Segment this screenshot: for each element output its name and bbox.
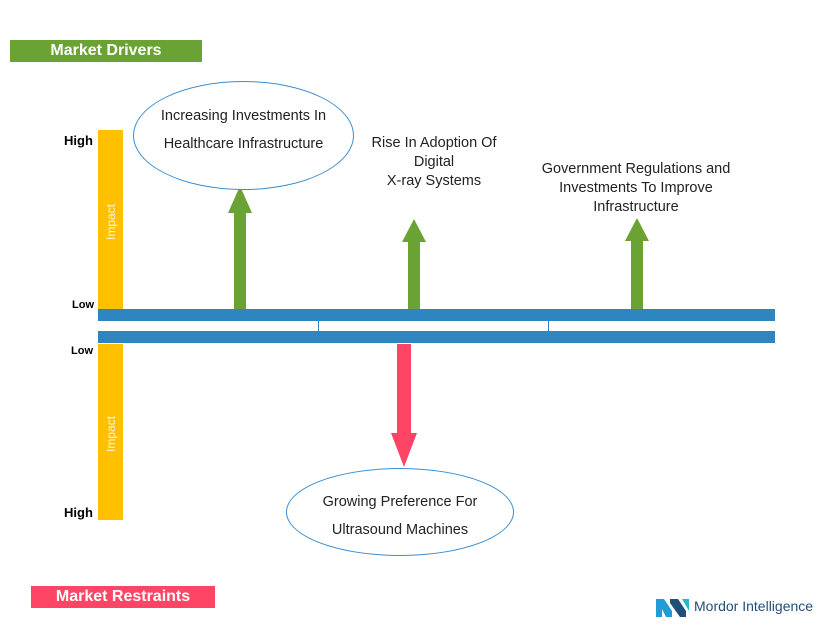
mordor-logo-icon xyxy=(656,599,689,617)
driver-arrow-1 xyxy=(228,186,252,309)
impact-high-lower: High xyxy=(64,505,93,520)
impact-high-upper: High xyxy=(64,133,93,148)
driver-text-3: Government Regulations and Investments T… xyxy=(520,160,752,217)
axis-divider-1 xyxy=(318,321,319,331)
driver-1-line-1: Increasing Investments In xyxy=(160,108,327,124)
driver-3-line-2: Investments To Improve xyxy=(559,180,713,196)
impact-bar-upper: Impact xyxy=(98,130,123,312)
impact-low-upper: Low xyxy=(72,299,94,311)
restraint-ellipse-1 xyxy=(286,468,514,556)
driver-text-1: Increasing Investments In Healthcare Inf… xyxy=(133,102,354,158)
driver-3-line-1: Government Regulations and xyxy=(541,161,731,177)
driver-text-2: Rise In Adoption Of Digital X-ray System… xyxy=(344,134,524,191)
driver-2-line-3: X-ray Systems xyxy=(386,173,482,189)
restraint-arrow-1 xyxy=(391,344,417,467)
mordor-logo: Mordor Intelligence xyxy=(656,596,816,618)
driver-2-line-1: Rise In Adoption Of xyxy=(371,135,497,151)
restraint-1-line-1: Growing Preference For xyxy=(322,494,478,510)
driver-arrow-3 xyxy=(625,218,649,309)
market-drivers-banner: Market Drivers xyxy=(10,40,202,62)
driver-arrow-2 xyxy=(402,219,426,309)
axis-divider-2 xyxy=(548,321,549,331)
impact-low-lower: Low xyxy=(71,345,93,357)
market-restraints-label: Market Restraints xyxy=(55,588,191,605)
restraint-1-line-2: Ultrasound Machines xyxy=(331,522,469,538)
mordor-logo-text: Mordor Intelligence xyxy=(694,598,814,614)
drivers-axis xyxy=(98,309,775,321)
driver-ellipse-1 xyxy=(133,81,354,190)
driver-3-line-3: Infrastructure xyxy=(593,199,679,215)
restraints-axis xyxy=(98,331,775,343)
market-drivers-label: Market Drivers xyxy=(50,42,162,59)
driver-2-line-2: Digital xyxy=(413,154,455,170)
market-restraints-banner: Market Restraints xyxy=(31,586,215,608)
driver-1-line-2: Healthcare Infrastructure xyxy=(163,136,324,152)
impact-bar-lower: Impact xyxy=(98,344,123,520)
restraint-text-1: Growing Preference For Ultrasound Machin… xyxy=(286,488,514,544)
